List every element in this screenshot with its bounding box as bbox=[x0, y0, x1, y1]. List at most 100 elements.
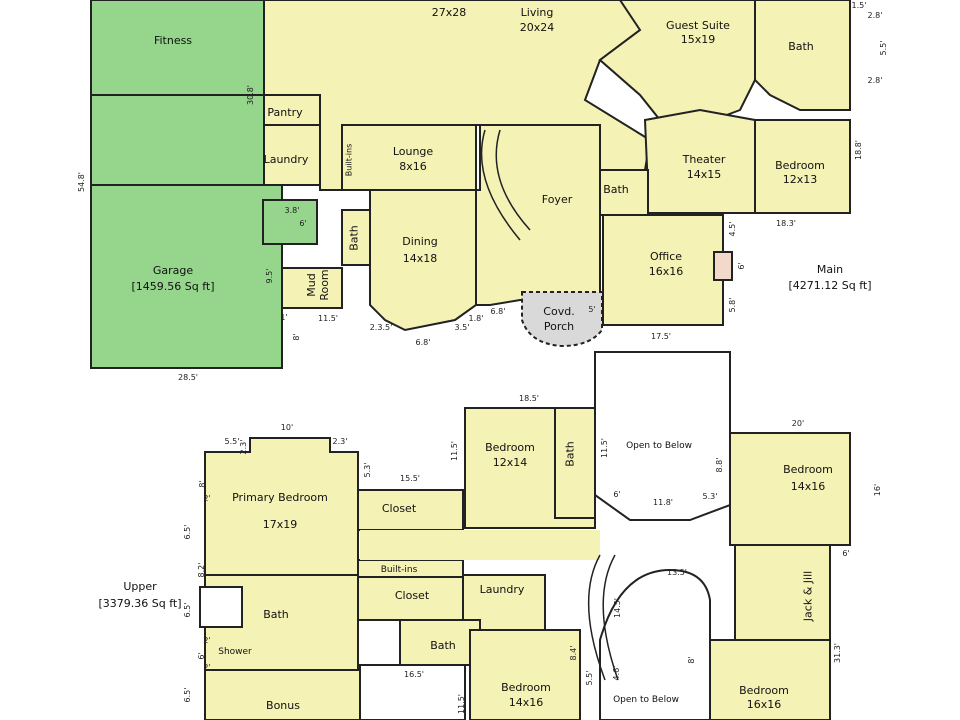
pantry-room bbox=[263, 94, 321, 126]
bath-a-room bbox=[554, 407, 596, 519]
dim-2-8b: 2.8' bbox=[867, 76, 883, 85]
bath-b-room bbox=[399, 619, 481, 666]
dim-6b: 6' bbox=[299, 219, 307, 228]
dim-u-11-5c: 11.5' bbox=[457, 693, 466, 715]
bedroom-b-label: Bedroom bbox=[783, 463, 833, 476]
dim-6-8: 6.8' bbox=[415, 338, 431, 347]
bath-primary-label: Bath bbox=[263, 608, 289, 621]
dim-u-13-5: 13.5' bbox=[666, 568, 688, 577]
stairs-upper-outer bbox=[602, 554, 619, 681]
lounge-size: 8x16 bbox=[399, 160, 427, 173]
primary-bedroom-label: Primary Bedroom bbox=[232, 491, 328, 504]
dim-u-4-6: 4.6' bbox=[612, 665, 621, 681]
dim-u-6c: 6' bbox=[842, 549, 850, 558]
dim-u-5-3: 5.3' bbox=[363, 462, 372, 478]
guest-bath-room bbox=[754, 0, 851, 111]
dim-u-2b: 2' bbox=[203, 636, 211, 645]
bedroom-c-size: 14x16 bbox=[508, 696, 544, 709]
office-label: Office bbox=[649, 250, 683, 263]
fitness-label: Fitness bbox=[153, 34, 193, 47]
dim-u-11-5: 11.5' bbox=[450, 440, 459, 462]
dining-bath-room bbox=[341, 209, 371, 266]
mud-room-label: Mud Room bbox=[305, 269, 331, 301]
dim-18-8: 18.8' bbox=[854, 139, 863, 161]
theater-label: Theater bbox=[682, 153, 726, 166]
dim-u-15-5: 15.5' bbox=[399, 474, 421, 483]
garage-label: Garage bbox=[152, 264, 194, 277]
porch-shape bbox=[521, 291, 603, 348]
dim-30-8: 30.8' bbox=[246, 84, 255, 106]
office-room bbox=[602, 214, 724, 326]
room-27x28-size: 27x28 bbox=[431, 6, 467, 19]
dining-bath-label: Bath bbox=[347, 225, 361, 251]
dim-u-2-3b: 2.3' bbox=[332, 437, 348, 446]
dim-u-14-5: 14.5' bbox=[613, 597, 622, 619]
dim-u-8-8: 8.8' bbox=[715, 457, 724, 473]
lower-hall-open bbox=[359, 664, 466, 720]
dim-u-5-5: 5.5' bbox=[224, 437, 240, 446]
upper-level-area: [3379.36 Sq ft] bbox=[98, 597, 182, 610]
hall-upper bbox=[360, 530, 600, 560]
bedroom-a-size: 12x14 bbox=[492, 456, 528, 469]
open-to-below-b bbox=[599, 568, 711, 720]
dim-u-2c: 2' bbox=[203, 663, 211, 672]
bedroom-b-room bbox=[729, 432, 851, 546]
dim-54-8: 54.8' bbox=[77, 171, 86, 193]
dim-17-5: 17.5' bbox=[650, 332, 672, 341]
dim-5: 5' bbox=[588, 305, 596, 314]
fireplace-icon bbox=[713, 251, 733, 281]
garage-room bbox=[90, 184, 283, 369]
open-below-b-label: Open to Below bbox=[613, 695, 679, 705]
dim-1: 1' bbox=[280, 313, 288, 322]
foyer-room bbox=[475, 124, 601, 306]
garage-upper-bay bbox=[90, 94, 265, 186]
builtins-main-label: Built-ins bbox=[344, 143, 354, 177]
dim-u-6-5a: 6.5' bbox=[183, 524, 192, 540]
dim-11-5: 11.5' bbox=[317, 314, 339, 323]
bonus-label: Bonus bbox=[266, 699, 300, 712]
laundry-main-label: Laundry bbox=[263, 153, 309, 166]
primary-bedroom-room bbox=[204, 437, 359, 576]
primary-bedroom-size: 17x19 bbox=[262, 518, 298, 531]
fitness-room bbox=[90, 0, 265, 96]
bonus-room bbox=[204, 669, 361, 720]
dim-u-6-5c: 6.5' bbox=[183, 687, 192, 703]
dim-18-3: 18.3' bbox=[775, 219, 797, 228]
foyer-label: Foyer bbox=[541, 193, 573, 206]
dim-u-16: 16' bbox=[873, 483, 882, 497]
jack-jill-room bbox=[734, 544, 831, 656]
theater-size: 14x15 bbox=[686, 168, 722, 181]
dim-u-11-5b: 11.5' bbox=[600, 437, 609, 459]
open-below-a-label: Open to Below bbox=[626, 441, 692, 451]
dim-4-5: 4.5' bbox=[728, 221, 737, 237]
main-level-area: [4271.12 Sq ft] bbox=[788, 279, 872, 292]
dim-8: 8' bbox=[292, 333, 301, 341]
guest-suite-size: 15x19 bbox=[680, 33, 716, 46]
office-size: 16x16 bbox=[648, 265, 684, 278]
shower-label: Shower bbox=[218, 647, 252, 657]
dim-9-5: 9.5' bbox=[265, 268, 274, 284]
closet-b-room bbox=[357, 576, 464, 621]
dim-3-5: 3.5' bbox=[454, 323, 470, 332]
dim-u-5-5b: 5.5' bbox=[585, 670, 594, 686]
dim-5-5: 5.5' bbox=[879, 40, 888, 56]
mud-room bbox=[281, 267, 343, 309]
bedroom-a-label: Bedroom bbox=[485, 441, 535, 454]
bedroom-c-label: Bedroom bbox=[501, 681, 551, 694]
dim-u-10: 10' bbox=[280, 423, 294, 432]
stairs-upper bbox=[587, 554, 606, 681]
dim-u-6: 6' bbox=[197, 652, 206, 660]
dim-u-8: 8' bbox=[198, 480, 207, 488]
dining-label: Dining bbox=[402, 235, 438, 248]
guest-bath-label: Bath bbox=[788, 40, 814, 53]
main-level-title: Main bbox=[816, 263, 844, 276]
dim-1-5: 1.5' bbox=[851, 1, 867, 10]
garage-area: [1459.56 Sq ft] bbox=[131, 280, 215, 293]
bedroom-c-room bbox=[469, 629, 581, 720]
dim-u-18-5: 18.5' bbox=[518, 394, 540, 403]
dim-1-8: 1.8' bbox=[468, 314, 484, 323]
dim-u-8-4: 8.4' bbox=[569, 645, 578, 661]
stairs-main bbox=[480, 129, 521, 241]
builtins-upper-label: Built-ins bbox=[380, 565, 418, 575]
